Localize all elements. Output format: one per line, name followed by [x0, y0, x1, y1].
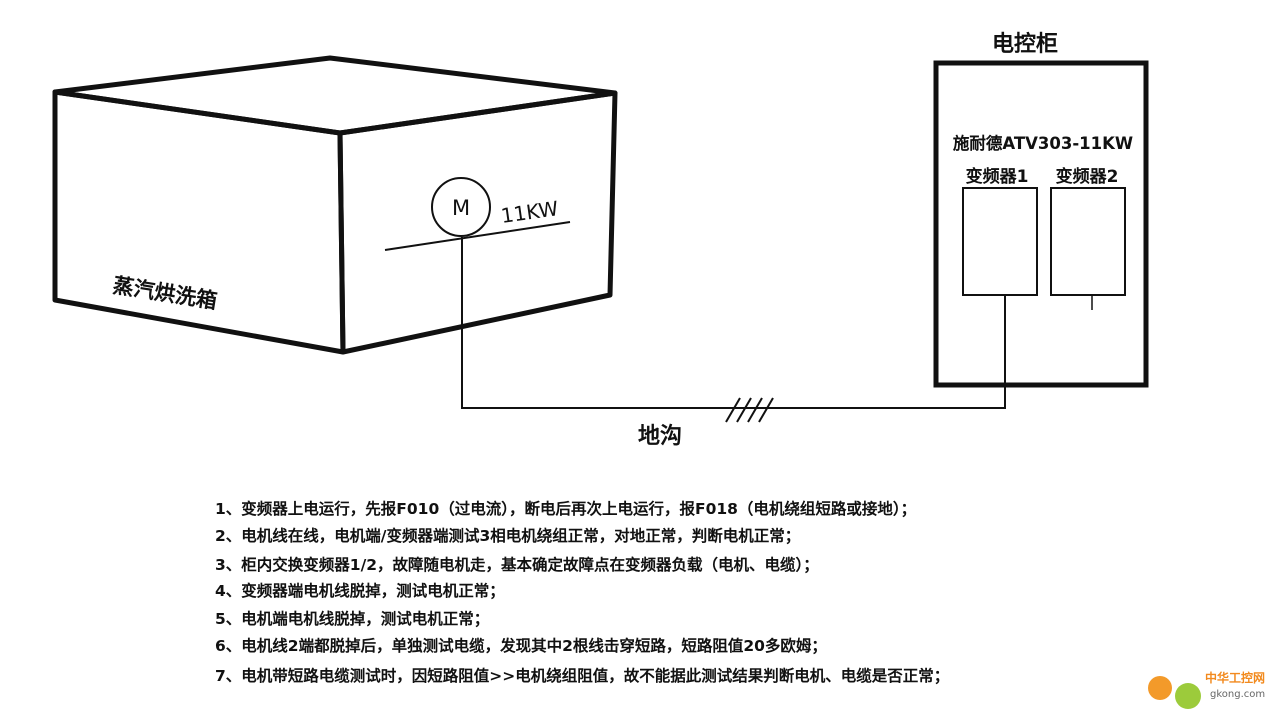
notes-list: 1、变频器上电运行，先报F010（过电流），断电后再次上电运行，报F018（电机… [215, 499, 949, 685]
motor-mount-line [384, 221, 571, 251]
watermark-en: gkong.com [1210, 689, 1265, 700]
watermark-gear-green-icon [1175, 683, 1201, 709]
cabinet-title: 电控柜 [992, 31, 1058, 57]
note-2: 2、电机线在线，电机端/变频器端测试3相电机绕组正常，对地正常，判断电机正常； [215, 526, 800, 545]
inverter-1 [962, 187, 1038, 296]
motor-symbol: M [452, 196, 470, 220]
box-side-face [337, 90, 618, 355]
motor-cable [461, 237, 1006, 409]
motor-symbol-circle [431, 177, 491, 237]
machine-label: 蒸汽烘洗箱 [111, 273, 218, 313]
note-5: 5、电机端电机线脱掉，测试电机正常； [215, 609, 489, 628]
inverter-2 [1050, 187, 1126, 296]
inverter-model: 施耐德ATV303-11KW [953, 133, 1133, 153]
note-7: 7、电机带短路电缆测试时，因短路阻值>>电机绕组阻值，故不能据此测试结果判断电机… [215, 666, 949, 685]
watermark-gear-orange-icon [1148, 676, 1172, 700]
steam-box [52, 55, 618, 355]
control-cabinet [933, 60, 1149, 388]
trench-label: 地沟 [638, 423, 682, 449]
note-4: 4、变频器端电机线脱掉，测试电机正常； [215, 581, 505, 600]
cable-hash-marks [725, 397, 774, 423]
watermark-logo: 中华工控网 gkong.com [1148, 670, 1265, 709]
inverter-2-label: 变频器2 [1056, 166, 1119, 187]
inverter-1-label: 变频器1 [966, 166, 1029, 187]
note-6: 6、电机线2端都脱掉后，单独测试电缆，发现其中2根线击穿短路，短路阻值20多欧姆… [215, 636, 827, 655]
motor-power: 11KW [499, 196, 560, 228]
box-top-face [52, 55, 618, 136]
note-3: 3、柜内交换变频器1/2，故障随电机走，基本确定故障点在变频器负载（电机、电缆）… [215, 555, 819, 574]
note-1: 1、变频器上电运行，先报F010（过电流），断电后再次上电运行，报F018（电机… [215, 499, 916, 518]
watermark-cn: 中华工控网 [1205, 670, 1265, 685]
box-front-face [52, 89, 346, 355]
